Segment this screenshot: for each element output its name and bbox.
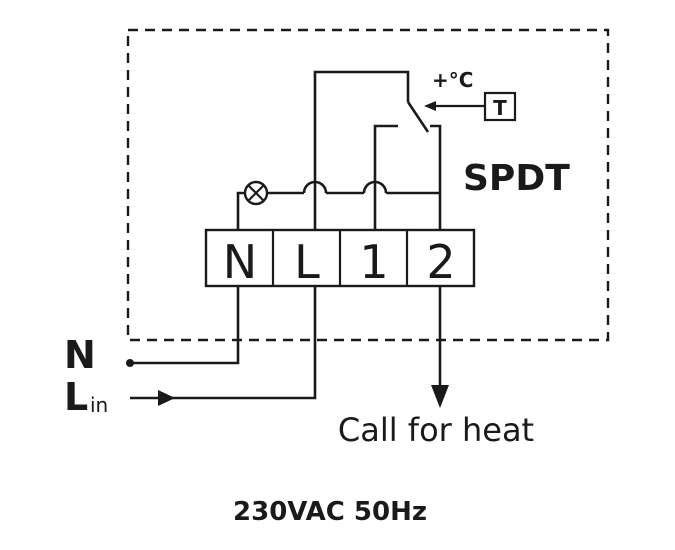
l-input-arrow-icon	[158, 390, 175, 406]
input-n-label: N	[64, 333, 96, 377]
sensor-label: T	[493, 96, 507, 120]
output-arrow-icon	[431, 385, 449, 408]
switch-type-label: SPDT	[463, 158, 570, 199]
sensor-arrow-icon	[424, 101, 436, 111]
temp-setpoint-label: +°C	[432, 68, 473, 92]
temperature-sensor: T +°C	[424, 68, 517, 122]
input-l-subscript: in	[90, 393, 108, 417]
internal-wiring	[236, 70, 442, 230]
terminal-1-label: 1	[359, 235, 388, 289]
output-label: Call for heat	[338, 411, 534, 449]
terminal-block: N L 1 2	[204, 228, 476, 289]
terminal-l-label: L	[294, 235, 320, 289]
supply-label: 230VAC 50Hz	[233, 497, 427, 527]
terminal-n-label: N	[223, 235, 257, 289]
thermostat-enclosure	[126, 28, 610, 342]
external-wiring	[126, 286, 449, 408]
indicator-lamp-icon	[243, 180, 269, 206]
terminal-2-label: 2	[426, 235, 455, 289]
input-l-label: L	[64, 375, 88, 419]
